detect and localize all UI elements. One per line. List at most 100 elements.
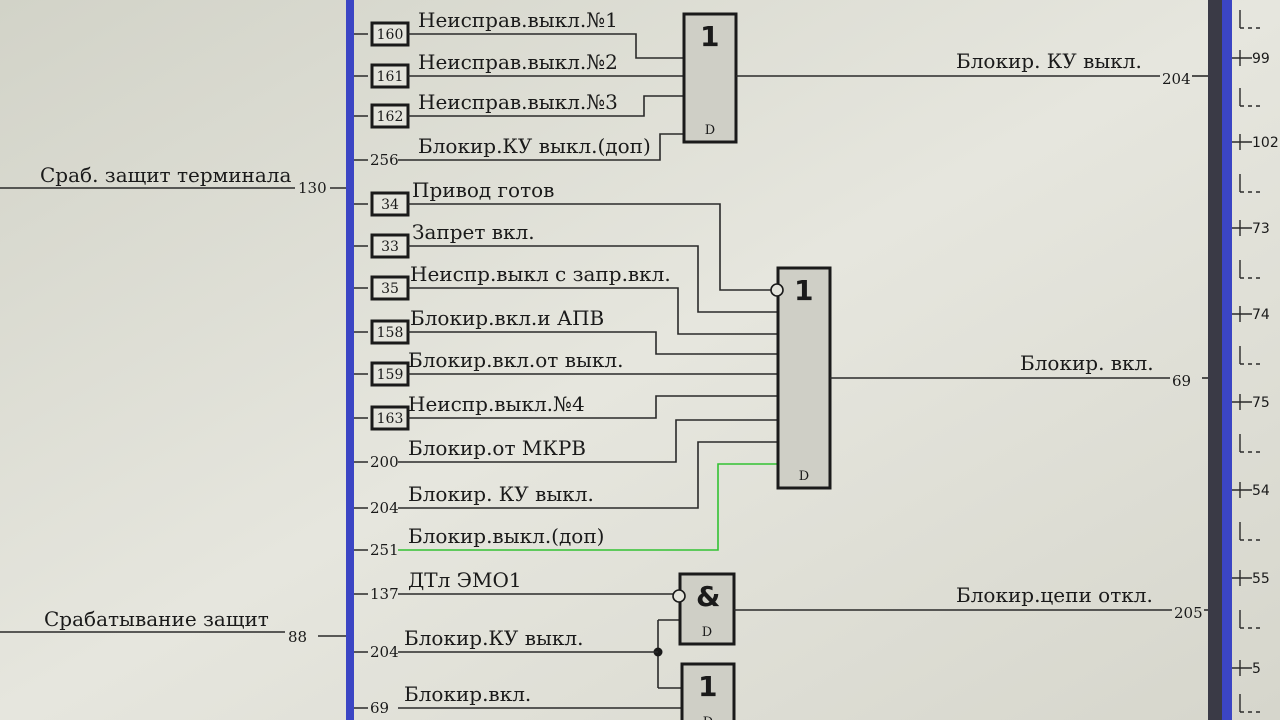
signal-number: 200	[370, 453, 399, 471]
right-tick-5: 5	[1232, 660, 1261, 677]
right-stub	[1239, 694, 1262, 713]
tick-label: 54	[1252, 483, 1270, 499]
gate-symbol: 1	[700, 20, 719, 53]
signal-number: 163	[377, 411, 404, 427]
output-number: 205	[1174, 604, 1203, 622]
signal-label: Блокир. КУ выкл.	[408, 482, 594, 506]
gate-body	[678, 572, 736, 646]
tick-label: 75	[1252, 395, 1270, 411]
right-stub	[1239, 434, 1262, 453]
signal-number: 137	[370, 585, 399, 603]
left-input-terminal-protection: Сраб. защит терминала 130	[0, 163, 346, 197]
tick-label: 5	[1252, 661, 1261, 677]
signal-label: Неиспр.выкл с запр.вкл.	[410, 262, 671, 286]
signal-wire	[408, 203, 772, 291]
right-tick-74: 74	[1232, 306, 1270, 323]
logic-gate-g3: &D	[672, 572, 736, 646]
signal-label: Блокир.выкл.(доп)	[408, 524, 604, 548]
output-label: Блокир.цепи откл.	[956, 583, 1153, 607]
tick-label: 102	[1252, 135, 1279, 151]
signal-label: Неиспр.выкл.№4	[408, 392, 585, 416]
right-stub	[1239, 260, 1262, 279]
left-input-number: 88	[288, 628, 307, 646]
inverted-input-circle	[672, 589, 686, 603]
signal-row-161: 161 Неисправ.выкл.№2	[354, 50, 684, 89]
tick-label: 74	[1252, 307, 1270, 323]
signal-number: 256	[370, 151, 399, 169]
signal-number: 162	[377, 109, 404, 125]
signal-wire	[408, 33, 684, 59]
right-tick-55: 55	[1232, 570, 1270, 587]
signal-wire	[398, 441, 778, 509]
signal-number: 161	[377, 69, 404, 85]
output-label: Блокир. вкл.	[1020, 351, 1154, 375]
logic-gate-g4: 1D	[680, 662, 736, 720]
tick-label: 55	[1252, 571, 1270, 587]
gate-sub-label: D	[702, 625, 712, 640]
signal-number: 34	[381, 197, 399, 213]
signal-rows: 160Неисправ.выкл.№1161Неисправ.выкл.№216…	[354, 8, 778, 717]
right-stub	[1239, 88, 1262, 107]
gate-body	[682, 12, 738, 144]
output-number: 69	[1172, 372, 1191, 390]
signal-label: Блокир.от МКРВ	[408, 436, 586, 460]
logic-gate-g2: 1D	[770, 266, 832, 490]
right-tick-75: 75	[1232, 394, 1270, 411]
tick-label: 73	[1252, 221, 1270, 237]
right-bus-bar-accent	[1222, 0, 1232, 720]
signal-label: Блокир.вкл.	[404, 682, 531, 706]
signal-label: Блокир.КУ выкл.	[404, 626, 583, 650]
right-stub	[1239, 522, 1262, 541]
gate-sub-label: D	[705, 123, 715, 138]
signal-label: Блокир.вкл.от выкл.	[408, 348, 623, 372]
right-tick-73: 73	[1232, 220, 1270, 237]
output-205: Блокир.цепи откл. 205	[734, 583, 1208, 622]
highlighted-wire	[398, 463, 778, 551]
signal-wire	[408, 245, 778, 313]
left-input-number: 130	[298, 179, 327, 197]
signal-number: 160	[377, 27, 404, 43]
tick-label: 99	[1252, 51, 1270, 67]
signal-row-162: 162 Неисправ.выкл.№3	[354, 90, 684, 129]
signal-row-200: 200 Блокир.от МКРВ	[354, 419, 778, 471]
left-input-label: Сраб. защит терминала	[40, 163, 292, 187]
inverted-input-circle	[770, 283, 784, 297]
gate-sub-label: D	[703, 715, 713, 720]
signal-number: 204	[370, 643, 399, 661]
output-69: Блокир. вкл. 69	[830, 351, 1208, 390]
signal-label: ДТл ЭМО1	[408, 568, 522, 592]
right-tick-54: 54	[1232, 482, 1270, 499]
signal-wire	[408, 287, 778, 335]
signal-label: Неисправ.выкл.№2	[418, 50, 618, 74]
signal-label: Неисправ.выкл.№3	[418, 90, 618, 114]
signal-row-204: 204 Блокир.КУ выкл.	[354, 626, 658, 661]
right-bus-bar	[1208, 0, 1222, 720]
output-204: Блокир. КУ выкл.204	[736, 49, 1208, 88]
logic-gate-g1: 1D	[682, 12, 738, 144]
gate-body	[680, 662, 736, 720]
signal-label: Блокир.вкл.и АПВ	[410, 306, 604, 330]
right-tick-102: 102	[1232, 134, 1279, 151]
left-bus-bar	[346, 0, 354, 720]
gate-symbol: 1	[698, 670, 717, 703]
output-label: Блокир. КУ выкл.	[956, 49, 1142, 73]
gate-symbol: 1	[794, 274, 813, 307]
signal-number: 159	[377, 367, 404, 383]
signal-wire	[408, 395, 778, 419]
signal-number: 251	[370, 541, 399, 559]
signal-wire	[398, 419, 778, 463]
signal-row-251: 251 Блокир.выкл.(доп)	[354, 463, 778, 559]
left-input-label: Срабатывание защит	[44, 607, 269, 631]
